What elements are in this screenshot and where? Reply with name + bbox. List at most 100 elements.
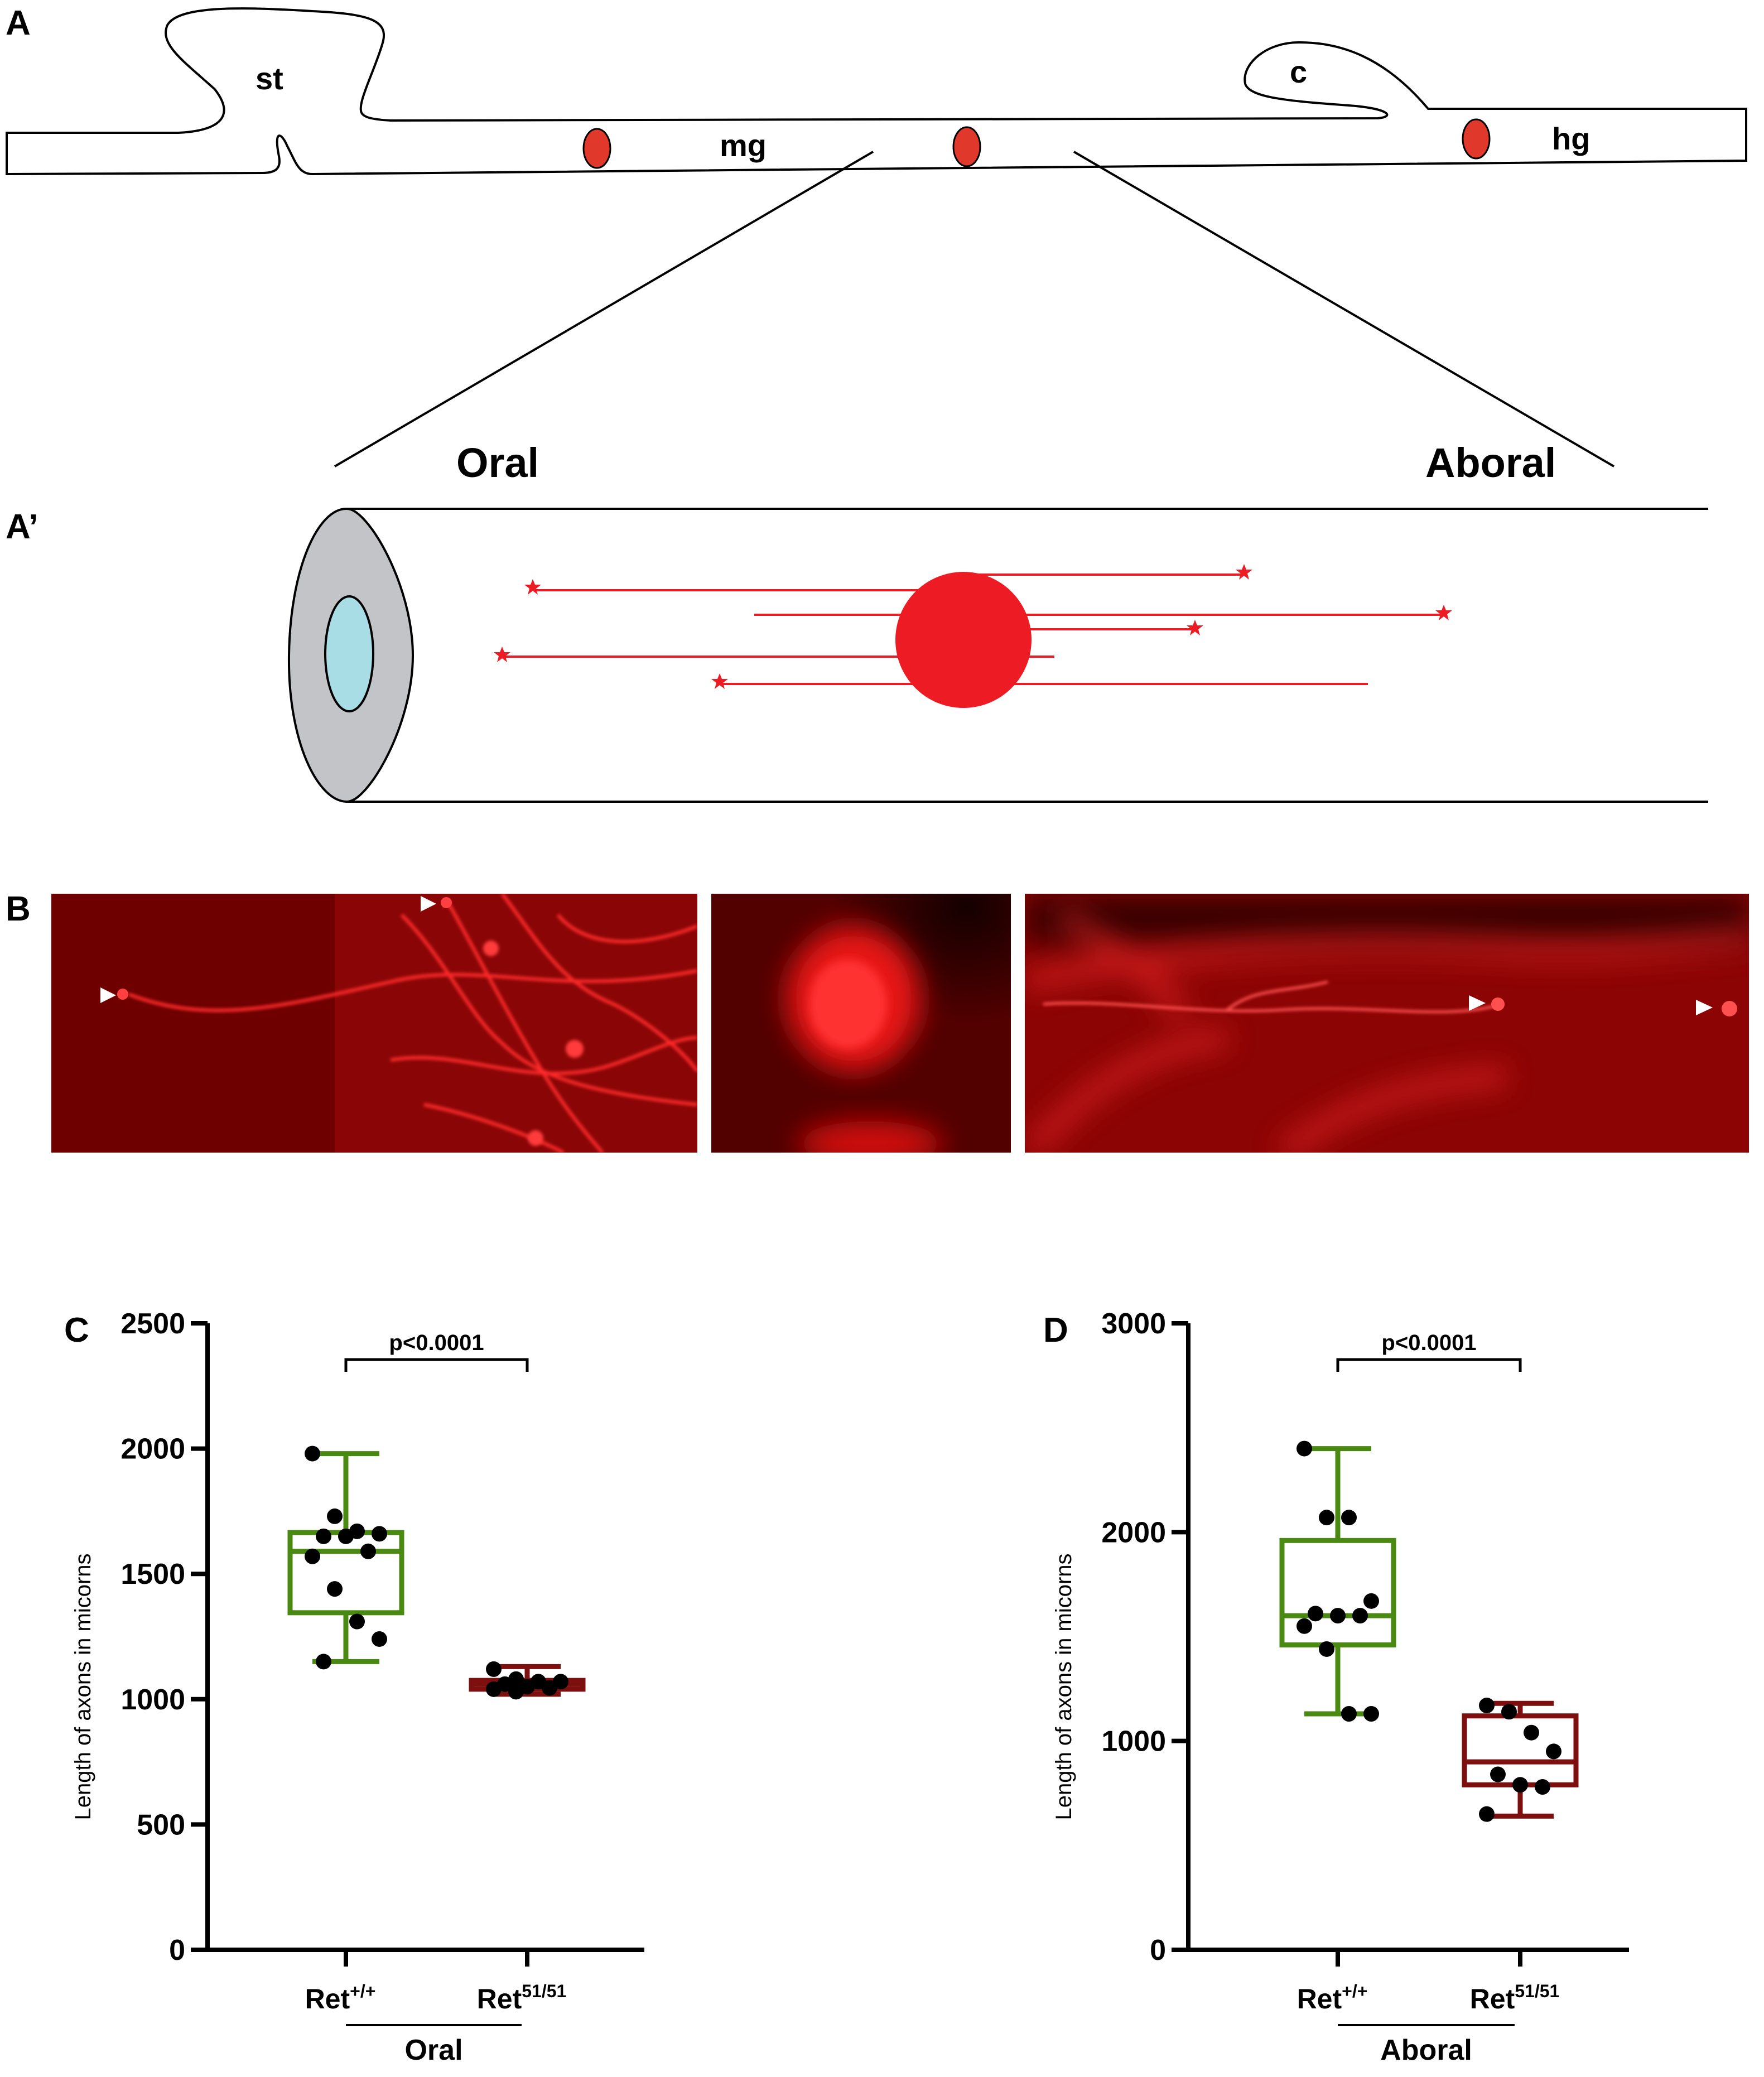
panel-letter-b: B: [6, 890, 31, 928]
data-point: [327, 1508, 343, 1524]
oral-label: Oral: [456, 440, 539, 486]
arrowhead-marker: [100, 987, 116, 1003]
y-tick-label: 1000: [1101, 1726, 1166, 1758]
axon-terminals: [494, 564, 1452, 689]
data-point: [316, 1654, 331, 1670]
tube-lumen: [324, 595, 374, 712]
gut-outline: [6, 7, 1747, 176]
data-point: [1297, 1618, 1312, 1634]
data-point: [1524, 1724, 1539, 1741]
aboral-label: Aboral: [1425, 440, 1556, 486]
data-point: [1341, 1706, 1357, 1722]
star-marker: [494, 647, 510, 662]
y-tick-label: 500: [137, 1809, 185, 1841]
data-point: [1512, 1777, 1528, 1793]
data-point: [1546, 1743, 1561, 1760]
data-point: [1363, 1593, 1379, 1609]
data-point: [1319, 1510, 1334, 1526]
data-point: [1308, 1606, 1323, 1622]
y-tick-label: 0: [1150, 1934, 1166, 1967]
gut-tube: [287, 507, 1708, 803]
y-tick-label: 2000: [121, 1433, 185, 1466]
box-series: [287, 1445, 404, 1670]
star-marker: [524, 579, 541, 595]
midgut-neuron-dots: [582, 118, 1491, 169]
data-point: [486, 1661, 502, 1677]
y-tick-label: 1500: [121, 1558, 185, 1591]
zoom-lines: [334, 151, 1615, 468]
y-axis-title: Length of axons in micorns: [71, 1553, 95, 1820]
data-point: [327, 1581, 343, 1597]
p-value-label: p<0.0001: [389, 1331, 484, 1355]
y-tick-label: 2000: [1101, 1516, 1166, 1549]
micrograph-cell-body: [711, 894, 1011, 1153]
arrowhead-marker: [1696, 1000, 1713, 1015]
data-point: [1490, 1766, 1506, 1782]
data-point: [1341, 1510, 1357, 1526]
axon-projections: [502, 574, 1444, 685]
box-series: [1462, 1698, 1579, 1822]
data-point: [1319, 1641, 1334, 1657]
data-point: [372, 1526, 387, 1542]
arrowhead-marker: [421, 896, 436, 912]
micrograph-aboral: [1025, 894, 1749, 1153]
y-tick-label: 1000: [121, 1684, 185, 1716]
data-point: [1352, 1608, 1368, 1624]
data-point: [349, 1613, 365, 1630]
category-label: Ret51/51: [1470, 1981, 1560, 2015]
caecum-label: c: [1290, 54, 1307, 89]
data-point: [1330, 1608, 1346, 1624]
neuron-dot: [582, 128, 611, 169]
box-series: [1279, 1440, 1396, 1722]
data-point: [1479, 1698, 1495, 1714]
box-iqr: [1279, 1538, 1396, 1647]
p-value-label: p<0.0001: [1381, 1331, 1476, 1355]
box-iqr: [287, 1530, 404, 1616]
category-label: Ret+/+: [305, 1981, 376, 2015]
data-point: [372, 1631, 387, 1647]
midgut-label: mg: [720, 128, 767, 163]
significance-bracket: [344, 1358, 529, 1372]
panel-letter-a-prime: A’: [6, 508, 38, 546]
data-point: [1501, 1704, 1517, 1720]
data-point: [338, 1528, 354, 1544]
neuron-dot: [1462, 118, 1491, 160]
data-point: [1297, 1440, 1312, 1457]
data-point: [508, 1684, 524, 1700]
star-marker: [1435, 605, 1452, 620]
data-point: [1535, 1779, 1550, 1795]
panel-letter-c: C: [64, 1311, 89, 1350]
star-marker: [711, 673, 728, 689]
neuron-dot: [952, 126, 981, 167]
category-label: Ret51/51: [477, 1981, 567, 2015]
panel-letter-a: A: [6, 4, 31, 42]
star-marker: [1187, 620, 1203, 635]
box-series: [469, 1661, 586, 1700]
group-label: Oral: [404, 2034, 462, 2066]
y-axis-title: Length of axons in micorns: [1052, 1553, 1076, 1820]
data-point: [305, 1445, 320, 1462]
data-point: [360, 1543, 376, 1559]
data-point: [316, 1528, 331, 1544]
y-tick-label: 2500: [121, 1308, 185, 1340]
micrograph-oral: [51, 894, 697, 1153]
data-point: [1479, 1806, 1495, 1822]
arrowhead-marker: [1469, 995, 1486, 1011]
data-point: [1363, 1706, 1379, 1722]
significance-bracket: [1336, 1358, 1522, 1372]
y-tick-label: 3000: [1101, 1308, 1166, 1340]
group-label: Aboral: [1380, 2034, 1472, 2066]
data-point: [486, 1681, 502, 1697]
category-label: Ret+/+: [1297, 1981, 1368, 2015]
neuron-cell-body: [895, 572, 1032, 708]
hindgut-label: hg: [1552, 121, 1590, 156]
data-point: [542, 1680, 557, 1696]
data-point: [305, 1548, 320, 1564]
stomach-label: st: [256, 61, 283, 96]
star-marker: [1236, 564, 1252, 580]
y-tick-label: 0: [169, 1934, 185, 1967]
panel-letter-d: D: [1043, 1311, 1068, 1350]
